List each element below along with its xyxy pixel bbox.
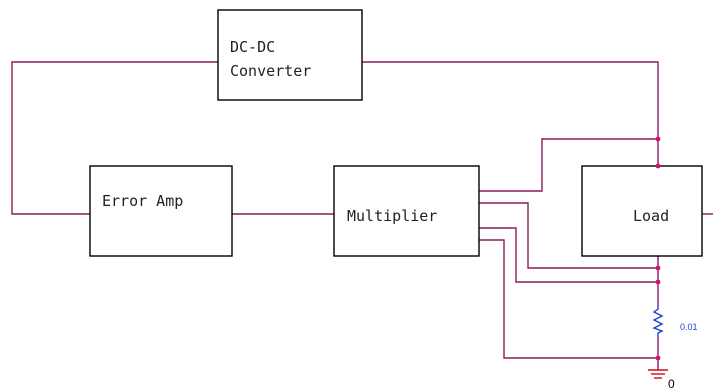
block-error-amp: Error Amp bbox=[89, 165, 233, 257]
multiplier-box bbox=[333, 165, 480, 257]
wire-mult-out3 bbox=[479, 227, 658, 283]
error-amp-box bbox=[89, 165, 233, 257]
resistor-symbol bbox=[652, 306, 664, 336]
dcdc-box bbox=[217, 9, 363, 101]
shunt-resistor: 0.01 bbox=[652, 306, 698, 336]
load-label: Load bbox=[633, 207, 669, 225]
wire-mult-out4 bbox=[479, 239, 658, 359]
node-bottom-1 bbox=[655, 265, 661, 271]
block-multiplier: Multiplier bbox=[333, 165, 480, 257]
dcdc-label-line1: DC-DC bbox=[230, 38, 275, 56]
wire-mult-out2 bbox=[479, 202, 658, 269]
junction-nodes bbox=[655, 136, 661, 361]
node-ground bbox=[655, 355, 661, 361]
wire-erroramp-to-dcdc bbox=[11, 61, 218, 215]
load-box bbox=[581, 165, 703, 257]
error-amp-label: Error Amp bbox=[102, 192, 183, 210]
ground-node-label: 0 bbox=[668, 377, 675, 391]
multiplier-label: Multiplier bbox=[347, 207, 437, 225]
wire-mult-out1 bbox=[479, 138, 658, 192]
resistor-value-label: 0.01 bbox=[680, 322, 698, 332]
node-bottom-2 bbox=[655, 279, 661, 285]
wire-dcdc-to-load bbox=[362, 61, 659, 166]
node-top-1 bbox=[655, 136, 661, 142]
block-load: Load bbox=[581, 165, 703, 257]
ground-symbol: 0 bbox=[648, 369, 675, 391]
block-dcdc-converter: DC-DC Converter bbox=[217, 9, 363, 101]
node-top-2 bbox=[655, 163, 661, 169]
dcdc-label-line2: Converter bbox=[230, 62, 311, 80]
wires bbox=[11, 61, 713, 370]
